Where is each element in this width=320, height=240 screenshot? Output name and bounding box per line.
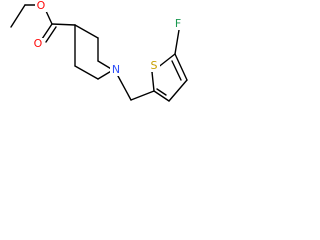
bond-ch2-thiophene bbox=[130, 90, 155, 101]
oxygen-ester-atom: O bbox=[35, 0, 47, 12]
bond-o-c bbox=[45, 10, 53, 25]
fluorine-atom: F bbox=[173, 17, 184, 30]
nitrogen-label: N bbox=[112, 63, 120, 76]
atom-labels: O O N S F bbox=[32, 0, 184, 76]
oxygen-carbonyl-label: O bbox=[34, 37, 43, 50]
fluorine-label: F bbox=[175, 17, 181, 30]
bond-c5t-c4t-inner bbox=[171, 60, 182, 81]
bond-c2t-s bbox=[151, 71, 155, 92]
bond-c5t-c4t bbox=[174, 53, 188, 81]
nitrogen-atom: N bbox=[110, 63, 122, 76]
bond-ch3-ch2 bbox=[10, 4, 26, 28]
bond-c-o-double-a bbox=[41, 23, 53, 40]
bond-c-o-double-b bbox=[45, 26, 57, 43]
bond-c-c4 bbox=[51, 23, 76, 26]
oxygen-carbonyl-atom: O bbox=[32, 37, 44, 50]
sulfur-label: S bbox=[151, 59, 158, 72]
bond-c3t-c2t bbox=[153, 90, 170, 102]
sulfur-atom: S bbox=[149, 59, 160, 72]
oxygen-ester-label: O bbox=[37, 0, 46, 12]
bond-lines bbox=[10, 4, 188, 102]
bond-c4-c3 bbox=[74, 24, 99, 39]
bond-c3t-c2t-inner bbox=[156, 88, 167, 96]
bond-c4t-c3t bbox=[168, 79, 188, 102]
bond-c6-c5 bbox=[74, 65, 99, 80]
bond-c5t-f bbox=[174, 29, 180, 55]
bond-n-ch2 bbox=[117, 75, 132, 101]
structural-formula: O O N S F bbox=[10, 0, 188, 102]
